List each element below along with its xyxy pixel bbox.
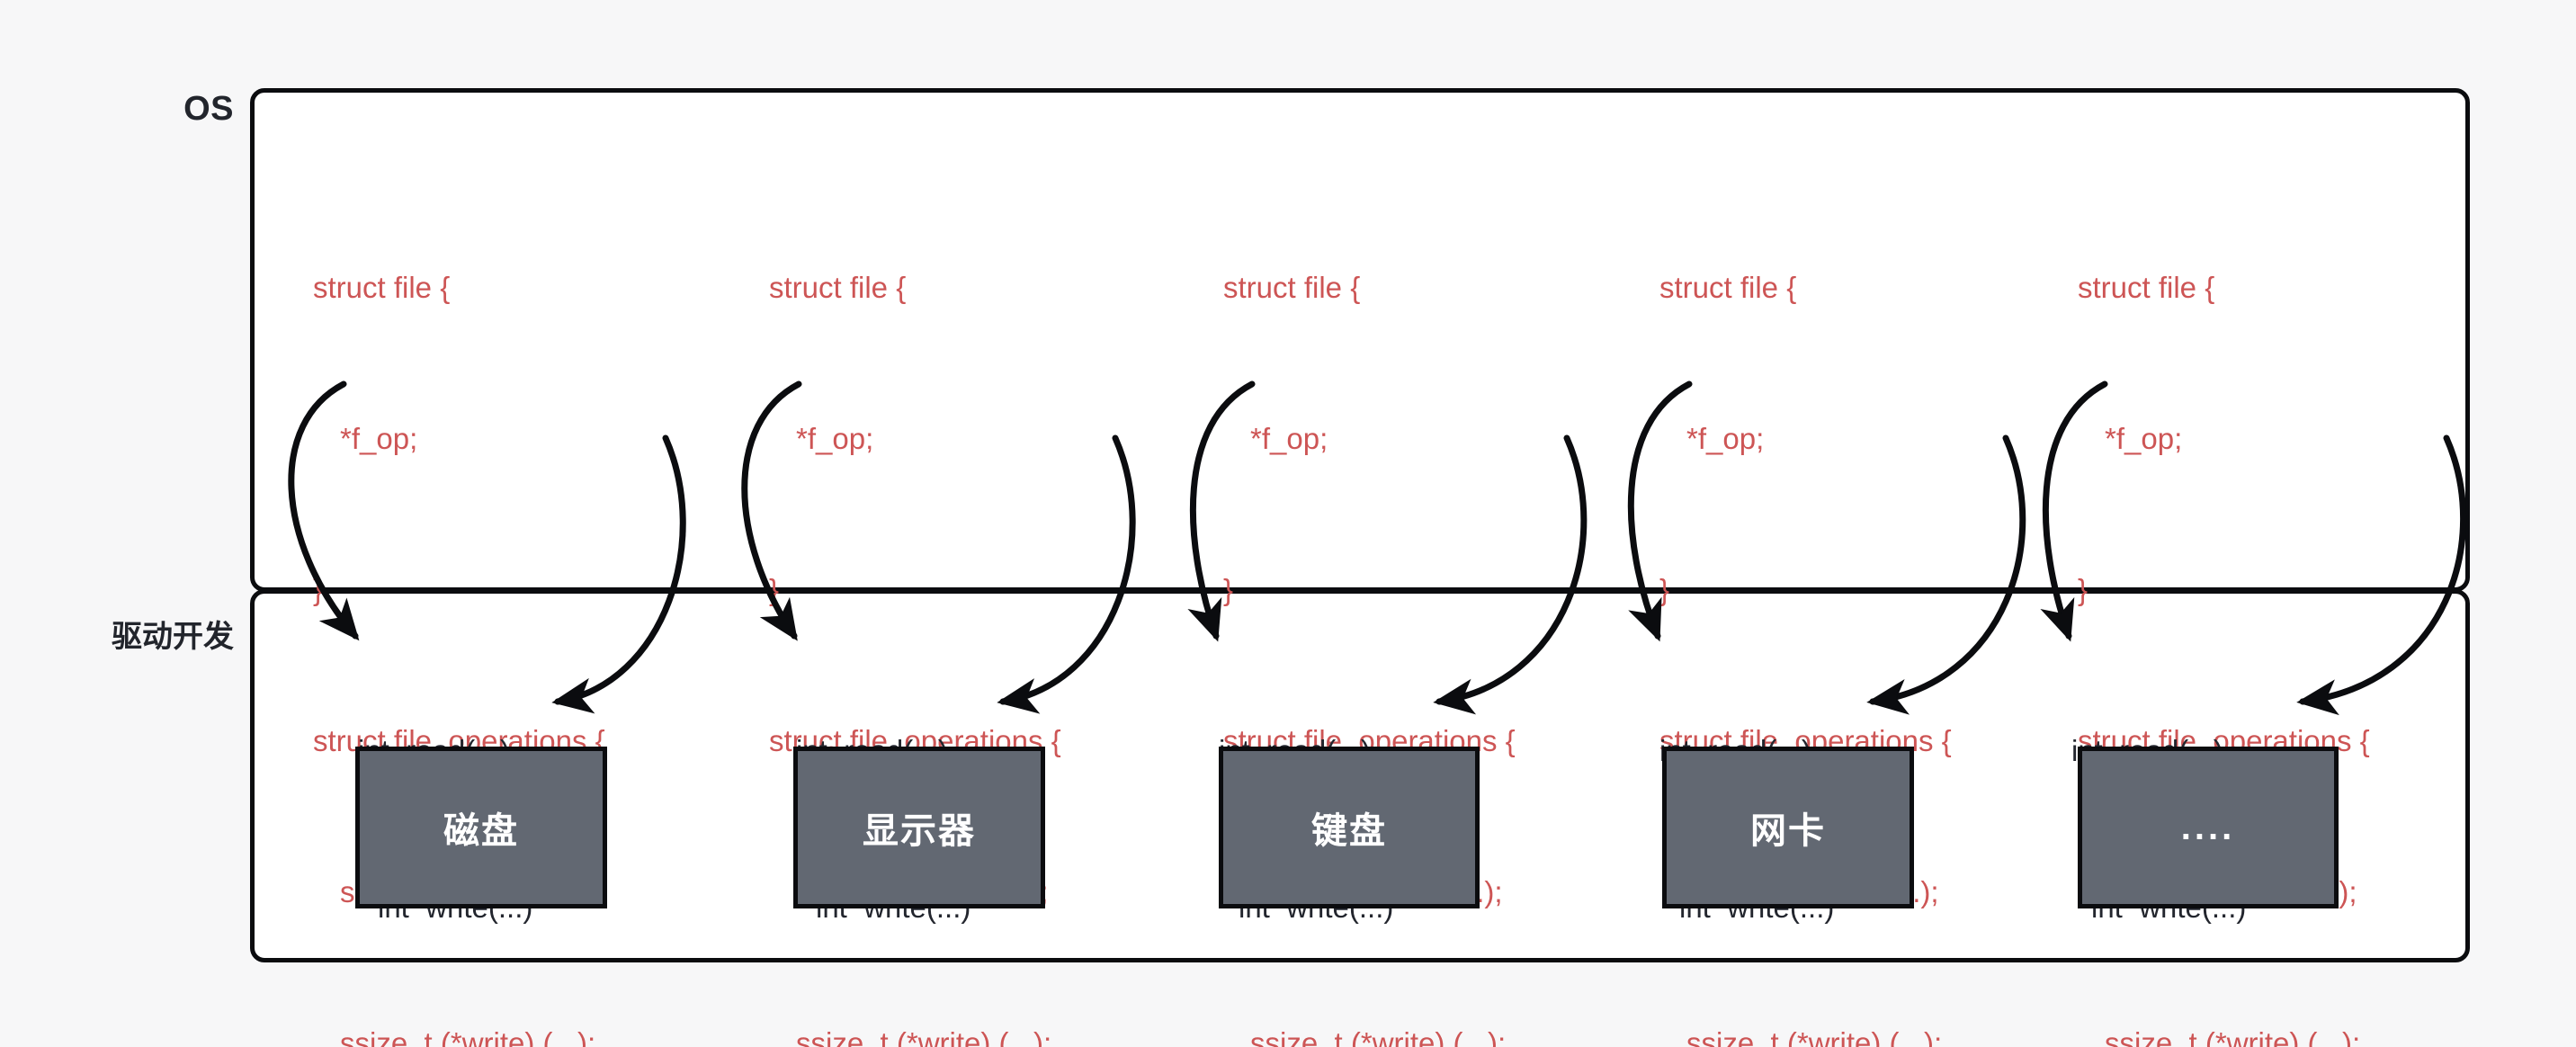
code-line: *f_op;: [1250, 422, 1328, 455]
code-line: ssize_t (*write) (...);: [1686, 1026, 1943, 1047]
device-box-monitor: 显示器: [793, 747, 1045, 908]
code-line: struct file {: [2078, 271, 2215, 304]
code-line: *f_op;: [1686, 422, 1765, 455]
code-line: struct file {: [769, 271, 907, 304]
code-line: }: [2078, 573, 2089, 606]
code-line: ssize_t (*write) (...);: [2105, 1026, 2361, 1047]
code-line: *f_op;: [340, 422, 418, 455]
code-line: *f_op;: [796, 422, 874, 455]
code-line: struct file_operations {: [1223, 724, 1516, 757]
device-box-others: ....: [2078, 747, 2339, 908]
code-line: struct file {: [313, 271, 451, 304]
code-line: ssize_t (*write) (...);: [340, 1026, 596, 1047]
device-box-network-card: 网卡: [1662, 747, 1914, 908]
code-line: }: [1659, 573, 1670, 606]
code-line: ssize_t (*write) (...);: [1250, 1026, 1507, 1047]
device-box-keyboard: 键盘: [1219, 747, 1480, 908]
code-line: *f_op;: [2105, 422, 2183, 455]
device-box-disk: 磁盘: [355, 747, 607, 908]
code-line: }: [313, 573, 324, 606]
code-line: struct file {: [1223, 271, 1361, 304]
code-line: }: [769, 573, 780, 606]
code-line: ssize_t (*write) (...);: [796, 1026, 1052, 1047]
section-label-os: OS: [183, 90, 234, 128]
code-line: }: [1223, 573, 1234, 606]
section-label-driver: 驱动开发: [112, 620, 234, 654]
code-line: struct file {: [1659, 271, 1797, 304]
